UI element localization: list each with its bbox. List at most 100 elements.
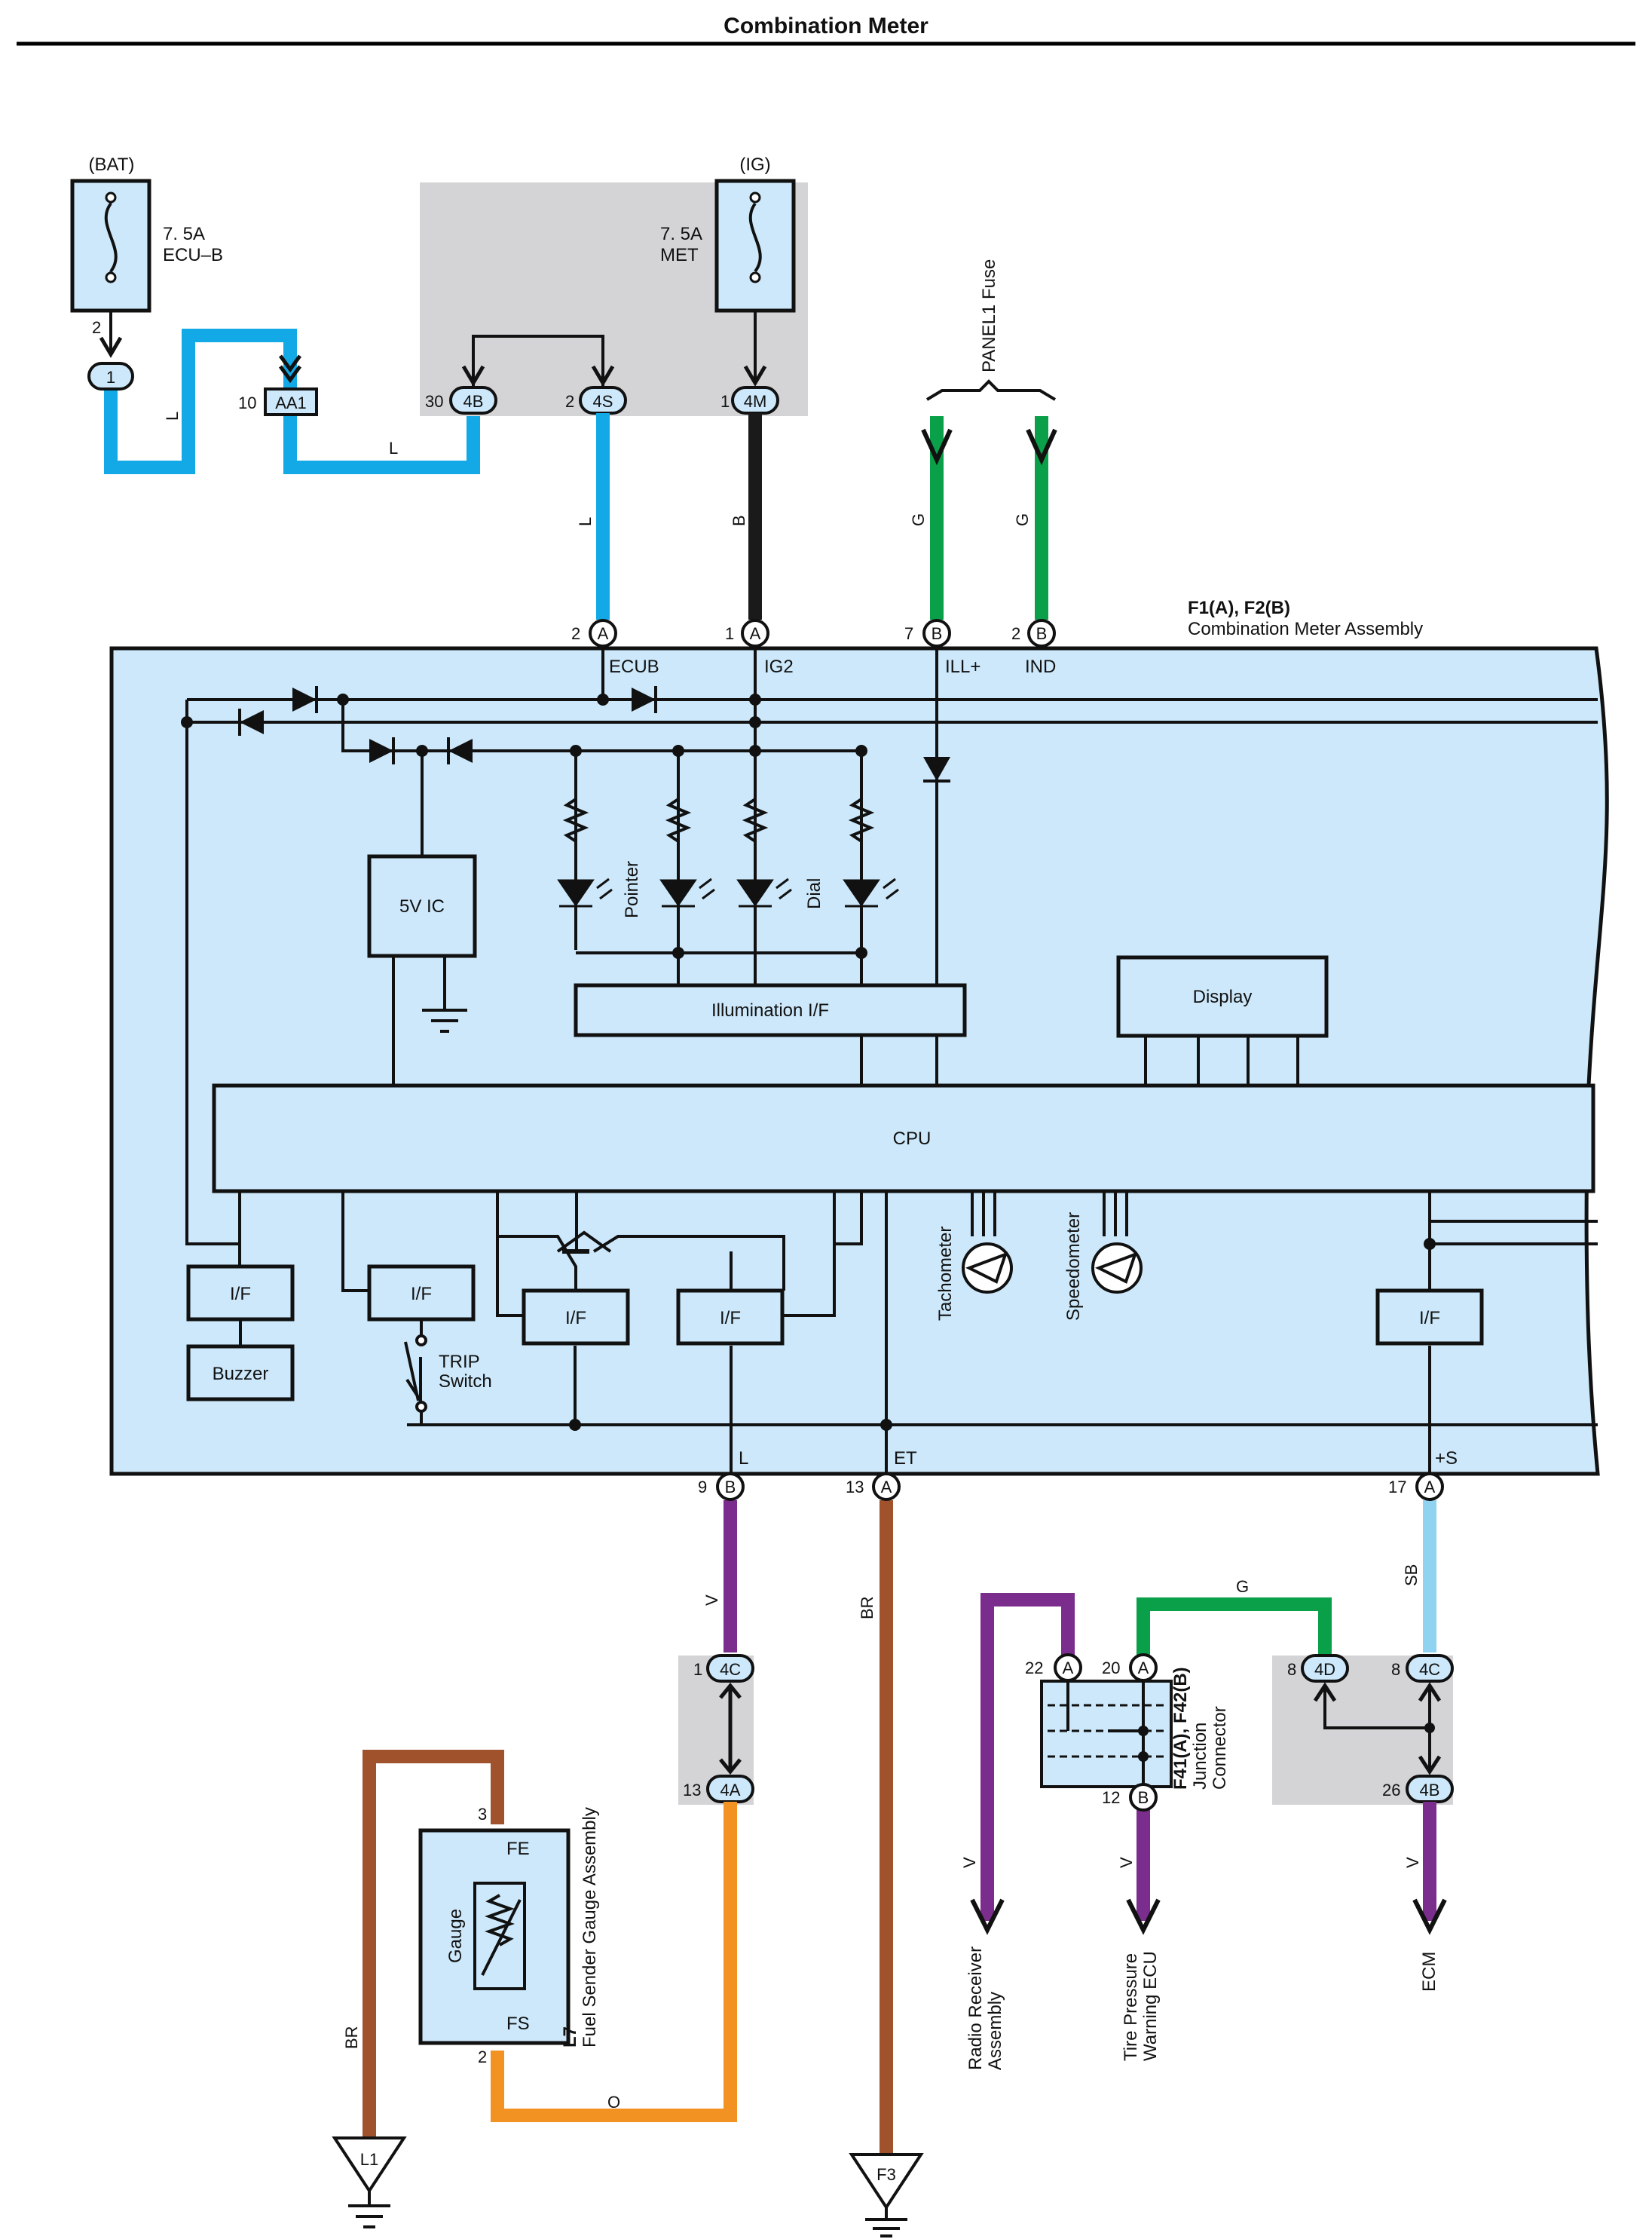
- connector-aa1-pin: 10: [238, 394, 256, 412]
- dial-label: Dial: [804, 878, 824, 909]
- sender-fs: FS: [506, 2014, 530, 2034]
- wire-label-sb: SB: [1402, 1564, 1421, 1586]
- pin-conn: B: [932, 624, 943, 643]
- dest-radio: Assembly: [985, 1992, 1005, 2070]
- pin-num: 1: [725, 624, 734, 643]
- block-illumination-label: Illumination I/F: [711, 1000, 829, 1021]
- wire-o: [491, 1802, 737, 2122]
- connector-4m-pin: 1: [720, 392, 730, 411]
- if-label: I/F: [230, 1284, 251, 1304]
- connector-4c: [706, 1654, 754, 1683]
- pin-circle: [1129, 1783, 1158, 1812]
- if-label: I/F: [1419, 1308, 1440, 1328]
- arrow-down-icon: [970, 1898, 1005, 1935]
- wire-label-g: G: [909, 513, 928, 526]
- junction-name: Junction: [1190, 1723, 1210, 1790]
- ground-l1-icon: [332, 2136, 407, 2228]
- junction-pin-a: A: [1138, 1659, 1149, 1677]
- connector-4c-pin: 1: [693, 1660, 702, 1679]
- pin-signal: ET: [894, 1448, 917, 1469]
- panel-fuse-label: PANEL1 Fuse: [979, 259, 999, 372]
- pin-conn: A: [750, 624, 761, 643]
- ground-f3-icon: [849, 2153, 924, 2237]
- pin-signal: ILL+: [945, 657, 980, 677]
- sender-pin2: 2: [478, 2048, 487, 2066]
- ig-header: (IG): [739, 155, 770, 175]
- wire-label-v: V: [1403, 1857, 1422, 1868]
- pin-circle: [1054, 1653, 1082, 1682]
- arrow-down-icon: [1412, 1898, 1447, 1935]
- arrow-up-icon: [1418, 1682, 1442, 1702]
- arrow-down-icon: [591, 365, 615, 387]
- sender-id: L7: [560, 2026, 580, 2048]
- wire-label-v: V: [702, 1594, 721, 1606]
- meter-bottom-pins: [716, 1472, 1444, 1501]
- wire-label-v: V: [960, 1857, 979, 1868]
- connector-4b-right-label: 4B: [1420, 1781, 1440, 1799]
- dest-tpms: Tire Pressure: [1121, 1953, 1141, 2061]
- bat-header: (BAT): [89, 155, 135, 175]
- trip-label: TRIP: [439, 1352, 480, 1372]
- bat-pin: 2: [92, 318, 101, 337]
- page-title: Combination Meter: [724, 14, 928, 38]
- led-resistor-group: [562, 798, 875, 843]
- diode-icon: [238, 686, 950, 783]
- trip-switch-icon: [404, 1319, 427, 1425]
- block-display-label: Display: [1193, 987, 1253, 1007]
- wire-label-l: L: [389, 439, 398, 458]
- speedometer-label: Speedometer: [1063, 1212, 1084, 1321]
- connector-4a-pin: 13: [683, 1781, 701, 1799]
- if-label: I/F: [411, 1284, 432, 1304]
- bat-fuse-name: ECU–B: [163, 245, 223, 265]
- pin-signal: IG2: [764, 657, 794, 677]
- trip-label: Switch: [439, 1371, 492, 1392]
- connector-1: [87, 362, 134, 391]
- wire-label-g: G: [1236, 1577, 1249, 1596]
- if-label: I/F: [720, 1308, 741, 1328]
- speedometer-icon: [1091, 1242, 1143, 1294]
- pin-signal: IND: [1025, 657, 1056, 677]
- combination-meter-box: [109, 646, 1609, 1476]
- ig-fuse-name: MET: [660, 245, 699, 265]
- junction-pin20: 20: [1102, 1659, 1120, 1677]
- dest-radio: Radio Receiver: [965, 1946, 986, 2070]
- if-label: I/F: [565, 1308, 586, 1328]
- meter-id: F1(A), F2(B): [1188, 598, 1290, 618]
- sender-fe: FE: [506, 1839, 530, 1859]
- connector-4s-label: 4S: [593, 392, 613, 411]
- meter-name: Combination Meter Assembly: [1188, 619, 1423, 639]
- sender-pin3: 3: [478, 1805, 487, 1824]
- connector-aa1: [264, 387, 318, 416]
- bat-fuse-rating: 7. 5A: [163, 224, 205, 244]
- block-if-speed: [1375, 1288, 1484, 1346]
- pin-conn: A: [881, 1478, 892, 1496]
- wire-v-radio: [980, 1593, 1075, 1921]
- block-if-buzzer: [186, 1264, 295, 1322]
- connector-1-label: 1: [106, 368, 115, 387]
- arrow-down-icon: [743, 365, 767, 387]
- pin-conn: B: [1036, 624, 1048, 643]
- tachometer-icon: [962, 1242, 1013, 1294]
- dest-ecm: ECM: [1419, 1952, 1439, 1992]
- wire-label-g: G: [1013, 513, 1032, 526]
- block-5v-ic-label: 5V IC: [399, 896, 445, 917]
- connector-4d-pin: 8: [1287, 1660, 1296, 1679]
- junction-connector-box: [1040, 1680, 1173, 1788]
- dest-tpms: Warning ECU: [1140, 1951, 1161, 2061]
- transistor-icon: [497, 1235, 785, 1291]
- wire-label-o: O: [607, 2093, 620, 2112]
- connector-4c-right-pin: 8: [1391, 1660, 1400, 1679]
- double-arrow-icon: [278, 354, 302, 384]
- double-arrow-icon: [719, 1683, 742, 1775]
- meter-internal-circuit: [185, 646, 1598, 1493]
- gauge-label: Gauge: [445, 1909, 466, 1963]
- sender-name: Fuel Sender Gauge Assembly: [580, 1807, 600, 2048]
- ig-fuse-rating: 7. 5A: [660, 224, 702, 244]
- pointer-label: Pointer: [622, 861, 642, 918]
- pin-circle: [1129, 1653, 1158, 1682]
- pin-conn: B: [725, 1478, 736, 1496]
- pin-signal: +S: [1435, 1448, 1458, 1469]
- arrow-down-icon: [921, 428, 953, 466]
- wire-g-junction: [1137, 1597, 1332, 1656]
- connector-4d-label: 4D: [1314, 1660, 1335, 1679]
